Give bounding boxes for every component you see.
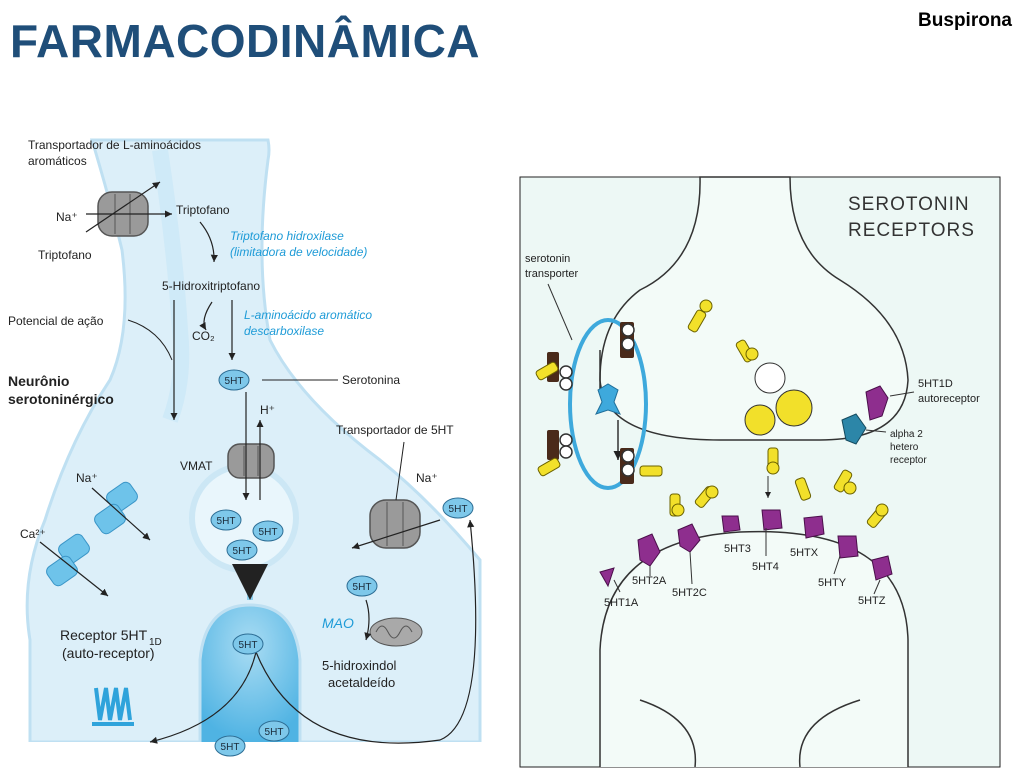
drug-molecule-icon <box>595 383 621 415</box>
alpha2-receptor-icon <box>841 413 867 445</box>
serotonin-transporter-ring <box>568 318 648 490</box>
label-tryptophan-out: Triptofano <box>38 248 92 262</box>
label-receptor: Receptor 5HT <box>60 627 148 643</box>
label-5ht1a: 5HT1A <box>604 597 639 609</box>
svg-text:5HT: 5HT <box>265 727 284 738</box>
label-neuron: Neurônio <box>8 373 69 389</box>
label-alpha2: alpha 2 <box>890 429 923 440</box>
label-vmat: VMAT <box>180 459 213 473</box>
label-5ht2c: 5HT2C <box>672 587 707 599</box>
label-5ht1d: 5HT1D <box>918 378 953 390</box>
label-h-plus: H⁺ <box>260 403 275 417</box>
label-co2: CO₂ <box>192 329 215 343</box>
label-aa-transporter: Transportador de L-aminoácidos <box>28 138 201 152</box>
page-title: FARMACODINÂMICA <box>10 15 481 67</box>
mitochondrion-icon <box>369 617 423 647</box>
label-5ht3: 5HT3 <box>724 543 751 555</box>
label-5htx: 5HTX <box>790 547 819 559</box>
postsynaptic-membrane <box>599 530 909 767</box>
label-receptor-2: (auto-receptor) <box>62 645 155 661</box>
svg-text:5HT: 5HT <box>259 527 278 538</box>
5ht-molecules: 5HT 5HT 5HT 5HT 5HT 5HT 5HT 5HT 5HT <box>210 369 474 757</box>
presynaptic-terminal <box>599 176 909 441</box>
page-subtitle: Buspirona <box>918 10 1012 31</box>
ca-channel-icon <box>46 533 90 587</box>
postsynaptic-receptor-icons <box>599 509 893 588</box>
label-5htz: 5HTZ <box>858 595 886 607</box>
label-autoreceptor: autoreceptor <box>918 393 980 405</box>
receptor-5ht1d-icon <box>92 687 134 726</box>
label-na-left: Na⁺ <box>76 471 98 485</box>
label-5ht-transporter: Transportador de 5HT <box>336 423 454 437</box>
label-receptor-sub: 1D <box>149 637 162 648</box>
autoreceptor-5ht1d-icon <box>865 385 889 421</box>
receptors-title-2: RECEPTORS <box>848 220 975 241</box>
label-product: 5-hidroxindol <box>322 658 397 673</box>
label-product-2: acetaldeído <box>328 675 395 690</box>
svg-text:5HT: 5HT <box>449 504 468 515</box>
receptors-title: SEROTONIN <box>848 194 970 215</box>
label-serotonin-transporter: serotonin <box>525 253 570 265</box>
label-hetero: hetero <box>890 442 919 453</box>
vmat-icon <box>227 443 275 479</box>
label-serotonin: Serotonina <box>342 373 400 387</box>
label-5ht2a: 5HT2A <box>632 575 667 587</box>
label-neuron-2: serotoninérgico <box>8 391 114 407</box>
5ht-transporter-icon <box>369 499 421 549</box>
serotonin-yellow-molecules <box>535 299 889 528</box>
label-tryptophan-in: Triptofano <box>176 203 230 217</box>
svg-text:5HT: 5HT <box>239 640 258 651</box>
label-enzyme-1b: (limitadora de velocidade) <box>230 245 367 259</box>
svg-text:5HT: 5HT <box>225 376 244 387</box>
label-5hty: 5HTY <box>818 577 847 589</box>
right-receptors-diagram: SEROTONIN RECEPTORS serotonin transporte… <box>519 176 1001 768</box>
label-enzyme-1: Triptofano hidroxilase <box>230 229 344 243</box>
label-aa-transporter-2: aromáticos <box>28 154 87 168</box>
svg-text:5HT: 5HT <box>221 742 240 753</box>
label-na-top: Na⁺ <box>56 210 78 224</box>
svg-text:5HT: 5HT <box>217 516 236 527</box>
label-enzyme-2b: descarboxilase <box>244 324 324 338</box>
label-enzyme-2: L-aminoácido aromático <box>244 308 372 322</box>
synaptic-cleft <box>200 605 300 742</box>
svg-text:5HT: 5HT <box>233 546 252 557</box>
label-na-right: Na⁺ <box>416 471 438 485</box>
label-mao: MAO <box>322 615 354 631</box>
label-5-hydroxytryptophan: 5-Hidroxitriptofano <box>162 279 260 293</box>
label-ca: Ca²⁺ <box>20 527 46 541</box>
label-serotonin-transporter-2: transporter <box>525 268 579 280</box>
label-action-potential: Potencial de ação <box>8 314 104 328</box>
svg-text:5HT: 5HT <box>353 582 372 593</box>
left-neuron-diagram: 5HT 5HT 5HT 5HT 5HT 5HT 5HT 5HT 5HT Tran… <box>0 138 520 768</box>
label-5ht4: 5HT4 <box>752 561 779 573</box>
label-hetero-receptor: receptor <box>890 455 927 466</box>
